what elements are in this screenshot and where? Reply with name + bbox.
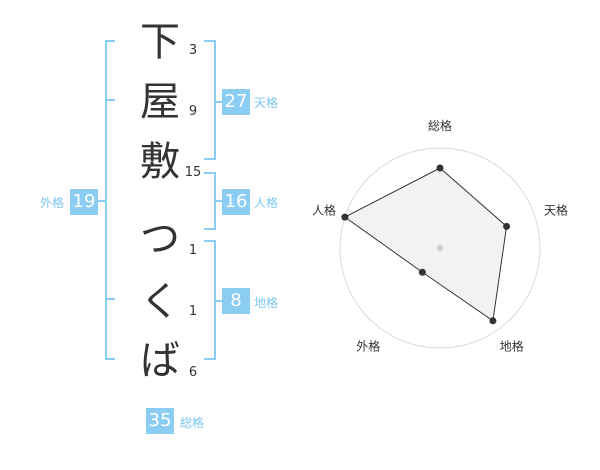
name-char-2: 屋 — [140, 79, 180, 125]
chikaku-label: 地格 — [254, 296, 279, 310]
jinkaku-tick-top — [204, 172, 216, 174]
stroke-count-2: 9 — [188, 104, 198, 119]
gaikaku-bracket-tick-mid2 — [105, 298, 115, 300]
radar-point-5 — [341, 213, 349, 221]
jinkaku-tick-bottom — [204, 228, 216, 230]
gaikaku-value-badge: 19 — [70, 189, 98, 215]
tenkaku-bracket — [214, 40, 216, 160]
gaikaku-bracket — [105, 40, 107, 360]
chikaku-connector — [216, 300, 222, 302]
tenkaku-value-badge: 27 — [222, 89, 250, 115]
chikaku-tick-bottom — [204, 358, 216, 360]
radar-point-3 — [489, 317, 497, 325]
gaikaku-label: 外格 — [40, 196, 65, 210]
stroke-count-3: 15 — [184, 165, 202, 180]
name-char-3: 敷 — [140, 139, 180, 185]
name-char-4: つ — [140, 216, 180, 262]
name-char-5: く — [140, 279, 180, 325]
radar-points — [341, 164, 511, 325]
radar-axis-label-4: 外格 — [356, 339, 380, 354]
tenkaku-label: 天格 — [254, 96, 279, 110]
gaikaku-bracket-tick-bottom — [105, 358, 115, 360]
stroke-count-1: 3 — [188, 43, 198, 58]
jinkaku-bracket — [214, 172, 216, 230]
gaikaku-connector — [98, 200, 105, 202]
radar-point-4 — [418, 268, 426, 276]
radar-axis-label-1: 総格 — [428, 118, 452, 133]
chikaku-bracket — [214, 240, 216, 360]
chikaku-value-badge: 8 — [222, 288, 250, 314]
tenkaku-connector — [216, 101, 222, 103]
name-char-1: 下 — [140, 19, 180, 65]
soukaku-label: 総格 — [180, 416, 205, 430]
soukaku-value-badge: 35 — [146, 408, 174, 434]
radar-area — [343, 167, 508, 322]
radar-axis-label-3: 地格 — [500, 339, 524, 354]
name-char-6: ば — [140, 338, 180, 384]
stroke-count-4: 1 — [188, 243, 198, 258]
radar-center-dot — [437, 245, 443, 251]
jinkaku-connector — [216, 200, 222, 202]
radar-point-1 — [436, 164, 444, 172]
chikaku-tick-top — [204, 240, 216, 242]
jinkaku-label: 人格 — [254, 196, 279, 210]
stroke-count-6: 6 — [188, 365, 198, 380]
tenkaku-tick-bottom — [204, 158, 216, 160]
gaikaku-bracket-tick-top — [105, 40, 115, 42]
stroke-count-5: 1 — [188, 304, 198, 319]
tenkaku-tick-top — [204, 40, 216, 42]
radar-axis-label-5: 人格 — [312, 202, 336, 217]
radar-axis-label-2: 天格 — [544, 202, 568, 217]
jinkaku-value-badge: 16 — [222, 189, 250, 215]
gaikaku-bracket-tick-mid1 — [105, 99, 115, 101]
radar-point-2 — [503, 222, 511, 230]
